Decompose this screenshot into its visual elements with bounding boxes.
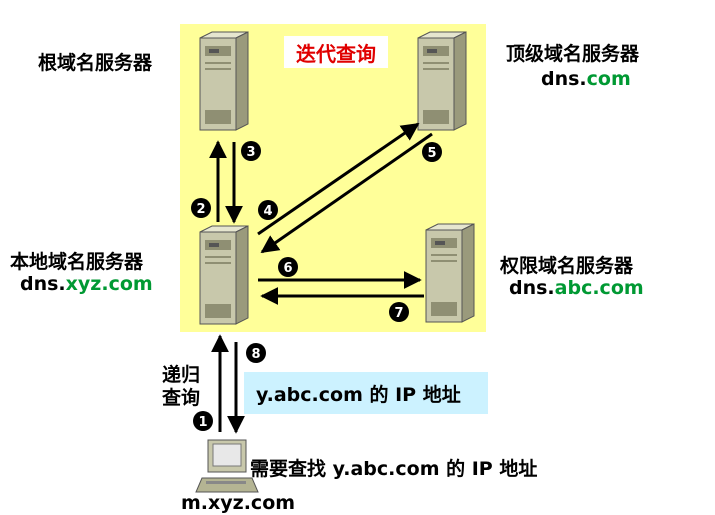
svg-text:1: 1 xyxy=(198,415,207,430)
client-request-text: 需要查找 y.abc.com 的 IP 地址 xyxy=(250,458,538,480)
recursive-label-line2: 查询 xyxy=(162,387,201,409)
auth-server-name: dns.abc.com xyxy=(509,277,644,299)
tld-server-label: 顶级域名服务器 xyxy=(506,43,640,65)
svg-text:8: 8 xyxy=(251,347,260,362)
step-8-marker: 8 xyxy=(246,343,266,363)
step-5-marker: 5 xyxy=(422,142,442,162)
auth-server-label: 权限域名服务器 xyxy=(500,255,634,277)
root-server-icon xyxy=(199,31,249,131)
tld-server-name: dns.com xyxy=(541,68,631,90)
step-2-marker: 2 xyxy=(191,198,211,218)
recursive-label-line1: 递归 xyxy=(162,364,201,386)
arrow-step-5 xyxy=(260,132,433,254)
svg-text:6: 6 xyxy=(283,261,292,276)
svg-text:7: 7 xyxy=(394,306,403,321)
arrow-step-4 xyxy=(257,122,420,236)
auth-server-icon xyxy=(425,223,475,323)
client-computer-icon xyxy=(195,439,259,493)
step-3-marker: 3 xyxy=(241,141,261,161)
tld-server-icon xyxy=(417,31,467,131)
svg-text:4: 4 xyxy=(263,204,272,219)
step-7-marker: 7 xyxy=(389,302,409,322)
step-1-marker: 1 xyxy=(193,411,213,431)
step-4-marker: 4 xyxy=(258,200,278,220)
diagram-title: 迭代查询 xyxy=(284,36,388,68)
local-server-label: 本地域名服务器 xyxy=(10,251,144,273)
answer-box: y.abc.com 的 IP 地址 xyxy=(244,372,488,414)
local-server-name: dns.xyz.com xyxy=(20,273,153,295)
root-server-label: 根域名服务器 xyxy=(38,52,153,74)
svg-text:3: 3 xyxy=(246,145,255,160)
step-6-marker: 6 xyxy=(278,257,298,277)
svg-text:2: 2 xyxy=(196,202,205,217)
local-server-icon xyxy=(199,225,249,325)
client-name: m.xyz.com xyxy=(181,492,296,514)
svg-text:5: 5 xyxy=(427,146,436,161)
